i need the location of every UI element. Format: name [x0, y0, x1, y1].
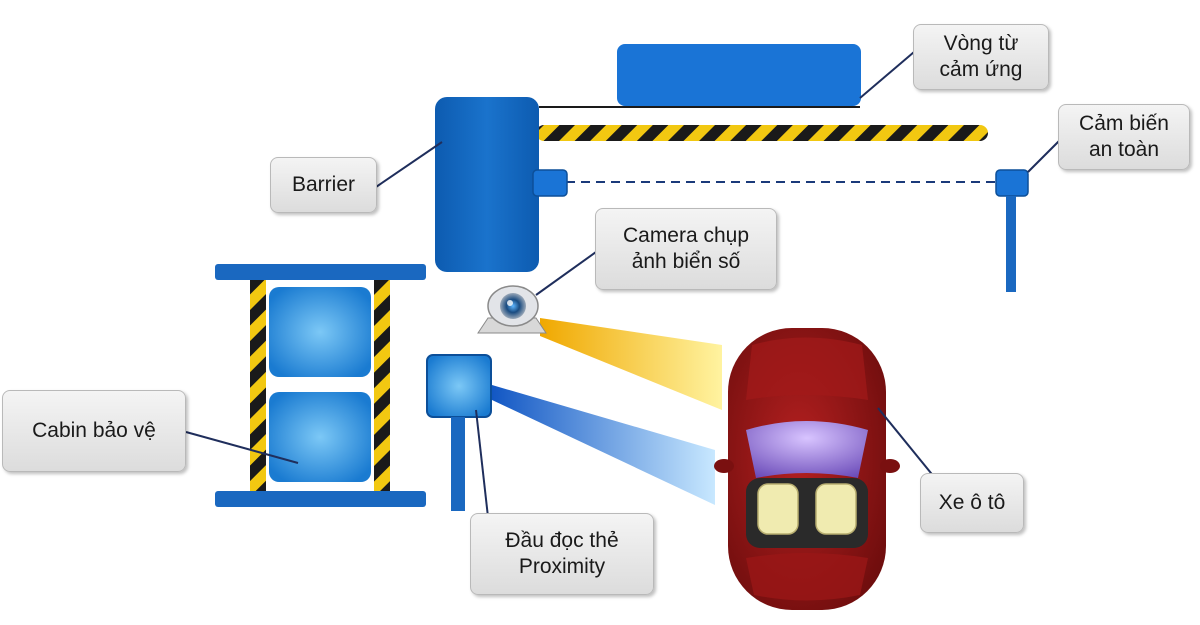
safety-sensor-receiver	[995, 169, 1029, 197]
leader-cabin	[185, 431, 299, 464]
leader-cam-bien	[1027, 139, 1061, 173]
label-cabin-text: Cabin bảo vệ	[32, 419, 156, 442]
label-vong-tu-line2: cảm ứng	[939, 58, 1023, 81]
guard-cabin	[215, 264, 426, 507]
label-barrier: Barrier	[270, 157, 377, 213]
leader-dau-doc	[475, 409, 489, 518]
label-xe: Xe ô tô	[920, 473, 1024, 533]
label-camera-line1: Camera chụp	[622, 224, 750, 247]
label-vong-tu: Vòng từ cảm ứng	[913, 24, 1049, 90]
label-cam-bien-line2: an toàn	[1088, 138, 1160, 161]
label-xe-text: Xe ô tô	[938, 491, 1006, 514]
leader-barrier	[375, 141, 443, 188]
reader-beam	[492, 385, 715, 505]
label-cabin: Cabin bảo vệ	[2, 390, 186, 472]
camera-beam	[540, 318, 722, 410]
label-dau-doc: Đầu đọc thẻ Proximity	[470, 513, 654, 595]
barrier-arm	[536, 125, 988, 141]
safety-sensor-emitter	[532, 169, 568, 197]
leader-vong-tu	[859, 51, 915, 99]
barrier-body	[435, 97, 539, 272]
label-camera-line2: ảnh biển số	[631, 250, 741, 273]
label-vong-tu-line1: Vòng từ	[943, 32, 1019, 55]
safety-sensor-post	[1006, 196, 1016, 292]
leader-xe	[877, 407, 936, 479]
leader-camera	[535, 251, 597, 296]
label-camera: Camera chụp ảnh biển số	[595, 208, 777, 290]
proximity-reader-head	[426, 354, 492, 418]
label-cam-bien-line1: Cảm biến	[1079, 112, 1169, 135]
induction-loop-panel	[617, 44, 861, 106]
car	[714, 328, 900, 610]
label-dau-doc-line2: Proximity	[518, 555, 606, 578]
license-plate-camera	[477, 285, 547, 334]
label-barrier-text: Barrier	[291, 173, 355, 196]
proximity-reader-post	[451, 417, 465, 511]
label-dau-doc-line1: Đầu đọc thẻ	[505, 529, 619, 552]
label-cam-bien: Cảm biến an toàn	[1058, 104, 1190, 170]
